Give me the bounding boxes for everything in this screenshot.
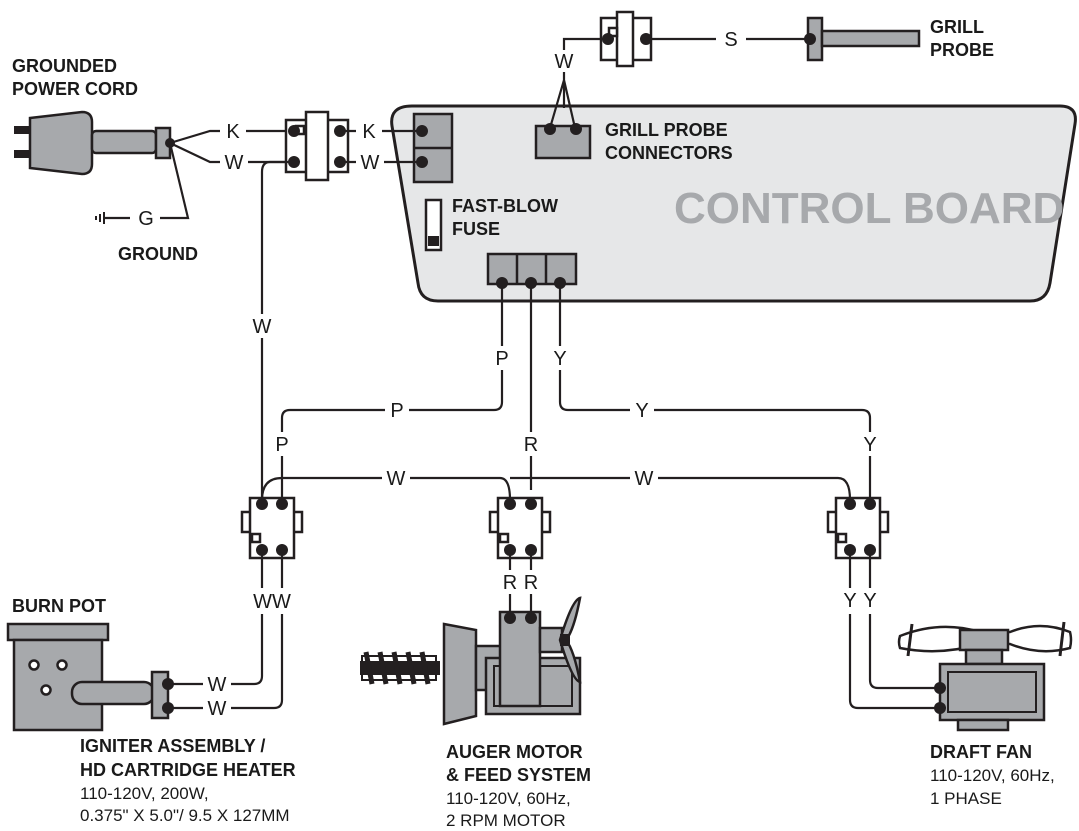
wire-w-heater-bottom: W (208, 698, 227, 720)
wire-y-horizontal: Y (635, 400, 648, 422)
wire-r-auger: R (524, 434, 538, 456)
grounded-power-cord-label-1: GROUNDED (12, 56, 117, 76)
auger-title-2: & FEED SYSTEM (446, 765, 591, 785)
wire-ww-igniter: WW (253, 591, 291, 613)
wire-r-motor-left: R (503, 572, 517, 594)
auger-motor (360, 596, 582, 726)
wire-w-vertical: W (253, 316, 272, 338)
auger-spec-2: 2 RPM MOTOR (446, 811, 566, 830)
wire-r-motor-right: R (524, 572, 538, 594)
grill-probe-label-1: GRILL (930, 17, 984, 37)
wire-w-probe: W (555, 51, 574, 73)
burn-pot-label: BURN POT (12, 596, 106, 616)
main-power-connector (284, 110, 350, 182)
draft-fan (897, 621, 1073, 732)
wire-y-vertical: Y (553, 348, 566, 370)
igniter-title-1: IGNITER ASSEMBLY / (80, 736, 265, 756)
ground-label: GROUND (118, 244, 198, 264)
grounded-power-cord-label-2: POWER CORD (12, 79, 138, 99)
board-power-terminal (412, 112, 454, 184)
wire-w-bus-left: W (387, 468, 406, 490)
wire-w-bus-right: W (635, 468, 654, 490)
grill-probe-label-2: PROBE (930, 40, 994, 60)
auger-title-1: AUGER MOTOR (446, 742, 583, 762)
fan-connector (826, 496, 890, 560)
wire-p-igniter: P (275, 434, 288, 456)
igniter-spec-2: 0.375" X 5.0"/ 9.5 X 127MM (80, 806, 290, 825)
fast-blow-fuse-label-2: FUSE (452, 219, 500, 239)
igniter-title-2: HD CARTRIDGE HEATER (80, 760, 296, 780)
wire-y-fan-left: Y (843, 590, 856, 612)
wire-p-vertical: P (495, 348, 508, 370)
power-plug (14, 110, 172, 176)
wire-y-fan: Y (863, 434, 876, 456)
grill-probe (806, 16, 921, 62)
fast-blow-fuse-label-1: FAST-BLOW (452, 196, 558, 216)
cartridge-heater (70, 670, 170, 720)
wire-k-board: K (362, 121, 376, 143)
grill-probe-connectors-label-1: GRILL PROBE (605, 120, 728, 140)
draft-fan-title: DRAFT FAN (930, 742, 1032, 762)
wire-p-horizontal: P (390, 400, 403, 422)
burn-pot (6, 622, 110, 732)
auger-connector (488, 496, 552, 560)
draft-fan-spec-2: 1 PHASE (930, 789, 1002, 808)
fast-blow-fuse (424, 198, 443, 252)
wire-g-ground: G (138, 208, 154, 230)
wire-w-cord: W (225, 152, 244, 174)
wire-y-fan-right: Y (863, 590, 876, 612)
wire-s-probe: S (724, 29, 737, 51)
igniter-connector (240, 496, 304, 560)
wire-w-heater-top: W (208, 674, 227, 696)
auger-spec-1: 110-120V, 60Hz, (446, 789, 571, 808)
grill-probe-connector-block (534, 124, 592, 160)
igniter-spec-1: 110-120V, 200W, (80, 784, 209, 803)
draft-fan-spec-1: 110-120V, 60Hz, (930, 766, 1055, 785)
wire-k-cord: K (226, 121, 240, 143)
control-board-title: CONTROL BOARD (674, 184, 1064, 233)
wire-w-board: W (361, 152, 380, 174)
grill-probe-connectors-label-2: CONNECTORS (605, 143, 733, 163)
